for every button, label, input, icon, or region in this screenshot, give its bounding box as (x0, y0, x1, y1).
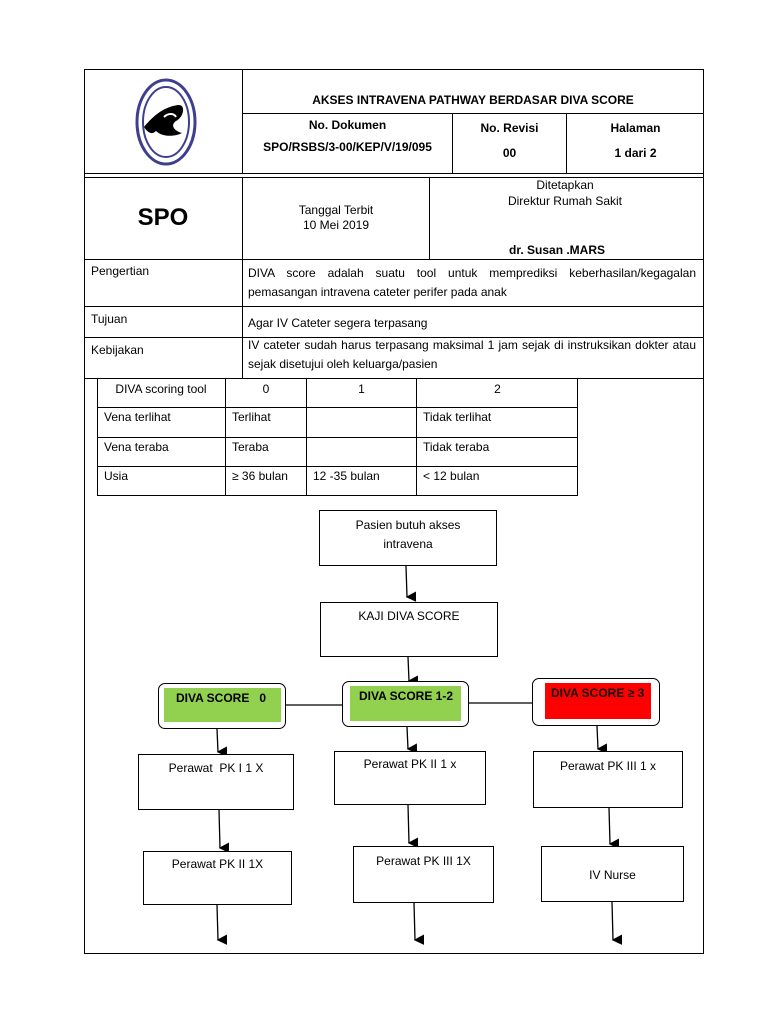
score-1-2-label: DIVA SCORE 1-2 (350, 686, 461, 721)
table-cell: Teraba (232, 440, 269, 454)
set-by: Direktur Rumah Sakit (507, 194, 623, 208)
table-cell: Vena teraba (104, 440, 169, 454)
table-cell: Usia (104, 469, 129, 483)
perawat-pk1-label: Perawat PK I 1 X (168, 761, 264, 775)
tujuan-text: Agar IV Cateter segera terpasang (248, 316, 428, 330)
document-frame (84, 69, 704, 954)
table-cell: Tidak teraba (423, 440, 490, 454)
hospital-logo (134, 77, 198, 167)
table-header-1: 1 (358, 382, 365, 396)
table-cell: 12 -35 bulan (313, 469, 380, 483)
revision-label: No. Revisi (480, 121, 539, 135)
director-name: dr. Susan .MARS (509, 243, 606, 257)
doc-number-value: SPO/RSBS/3-00/KEP/V/19/095 (263, 140, 432, 154)
perawat-pk3-node: Perawat PK III 1 x (533, 751, 683, 808)
score-3-label: DIVA SCORE ≥ 3 (545, 683, 651, 719)
kebijakan-text: IV cateter sudah harus terpasang maksima… (248, 338, 696, 371)
kebijakan-label: Kebijakan (91, 343, 144, 357)
table-cell: Tidak terlihat (423, 410, 492, 424)
pengertian-text: DIVA score adalah suatu tool untuk mempr… (248, 266, 696, 299)
table-header-0: 0 (262, 382, 270, 396)
page-value: 1 dari 2 (614, 146, 657, 160)
perawat-pk2-second-label: Perawat PK II 1X (171, 857, 264, 871)
flow-start-label: Pasien butuh akses intravena (355, 518, 461, 551)
tujuan-label: Tujuan (91, 312, 128, 326)
table-cell: Terlihat (232, 410, 271, 424)
perawat-pk2-node: Perawat PK II 1 x (334, 751, 486, 805)
issued-label: Tanggal Terbit (298, 203, 374, 217)
flow-assess-node: KAJI DIVA SCORE (320, 602, 498, 657)
spo-label: SPO (137, 204, 189, 231)
document-title: AKSES INTRAVENA PATHWAY BERDASAR DIVA SC… (312, 93, 634, 107)
perawat-pk2-label: Perawat PK II 1 x (363, 757, 457, 771)
revision-value: 00 (502, 146, 517, 160)
perawat-pk3-second-label: Perawat PK III 1X (376, 854, 471, 868)
iv-nurse-node: IV Nurse (541, 846, 684, 902)
doc-number-label: No. Dokumen (308, 118, 387, 132)
pengertian-label: Pengertian (91, 264, 150, 278)
flow-assess-label: KAJI DIVA SCORE (358, 609, 460, 623)
page-label: Halaman (610, 121, 661, 135)
set-label: Ditetapkan (536, 178, 594, 192)
table-cell: < 12 bulan (423, 469, 480, 483)
table-header-2: 2 (494, 382, 501, 396)
flow-start-node: Pasien butuh akses intravena (319, 510, 497, 566)
perawat-pk3-second-node: Perawat PK III 1X (353, 846, 494, 903)
iv-nurse-label: IV Nurse (589, 868, 636, 882)
issued-date: 10 Mei 2019 (302, 218, 370, 232)
perawat-pk1-node: Perawat PK I 1 X (138, 754, 294, 810)
table-cell: ≥ 36 bulan (232, 469, 288, 483)
score-0-label: DIVA SCORE 0 (164, 688, 281, 722)
perawat-pk2-second-node: Perawat PK II 1X (143, 851, 292, 905)
table-cell: Vena terlihat (104, 410, 171, 424)
table-header-tool: DIVA scoring tool (115, 382, 207, 396)
perawat-pk3-label: Perawat PK III 1 x (559, 759, 657, 773)
